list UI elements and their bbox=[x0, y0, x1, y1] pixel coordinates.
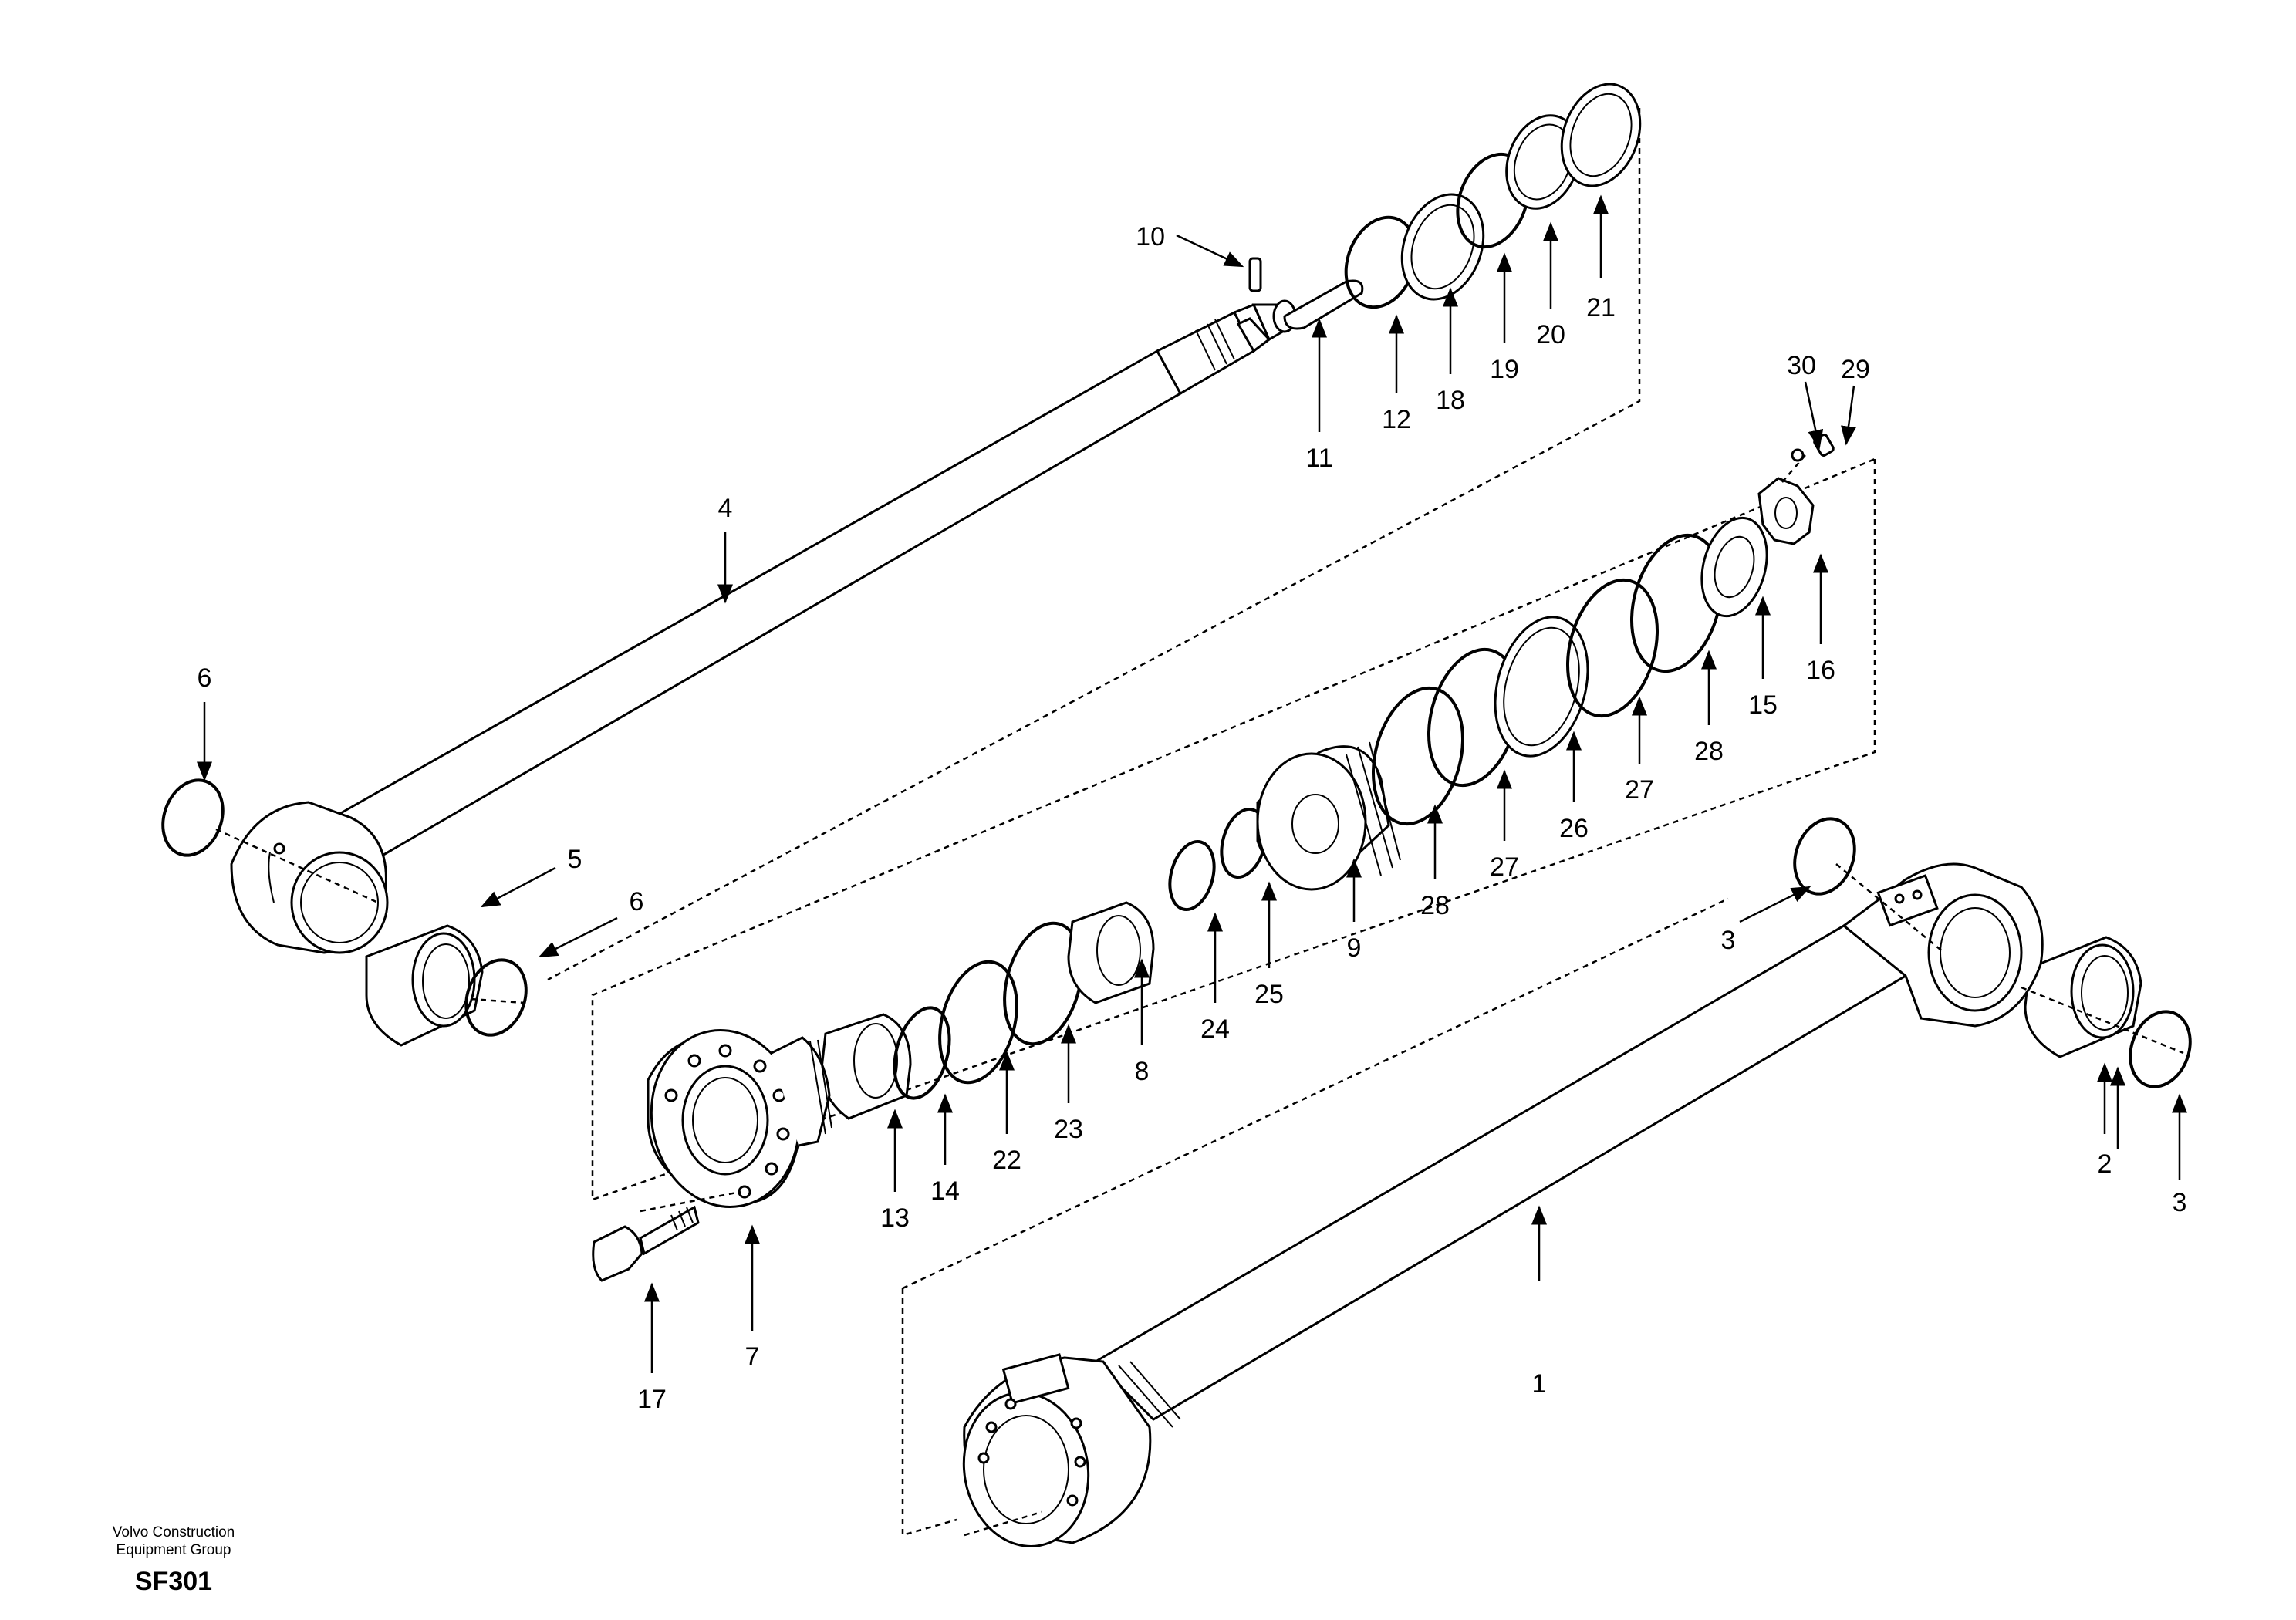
callout-arrows bbox=[197, 194, 2187, 1373]
callout-9: 9 bbox=[1347, 933, 1362, 963]
callout-28-lower: 28 bbox=[1420, 891, 1450, 920]
callout-21: 21 bbox=[1586, 293, 1616, 322]
callout-19: 19 bbox=[1490, 355, 1519, 384]
callout-8: 8 bbox=[1135, 1057, 1150, 1086]
callout-4: 4 bbox=[718, 494, 733, 523]
cylinder-barrel-part bbox=[962, 862, 2044, 1547]
callout-labels: 1 2 3 3 4 5 6 6 7 8 9 10 11 12 13 14 15 … bbox=[198, 222, 2187, 1414]
piston-parts bbox=[820, 434, 1835, 1120]
callout-12: 12 bbox=[1382, 405, 1411, 434]
callout-18: 18 bbox=[1436, 386, 1465, 415]
assembly-boundary-piston bbox=[591, 457, 1876, 1201]
callout-6-left: 6 bbox=[198, 663, 212, 693]
callout-2: 2 bbox=[2098, 1149, 2112, 1179]
callout-17: 17 bbox=[637, 1385, 667, 1414]
callout-16: 16 bbox=[1806, 656, 1835, 685]
callout-15: 15 bbox=[1748, 690, 1778, 720]
callout-27-upper: 27 bbox=[1625, 775, 1654, 805]
callout-14: 14 bbox=[930, 1176, 960, 1206]
callout-11: 11 bbox=[1305, 444, 1332, 473]
bushing-part-5 bbox=[365, 924, 484, 1047]
callout-13: 13 bbox=[880, 1203, 910, 1233]
assembly-boundary-barrel bbox=[901, 897, 1729, 1537]
callout-3-lower: 3 bbox=[2173, 1188, 2187, 1217]
piston-rod-part bbox=[230, 299, 1298, 954]
callout-26: 26 bbox=[1559, 814, 1589, 843]
callout-10: 10 bbox=[1136, 222, 1165, 251]
footer-org-line2: Equipment Group bbox=[116, 1542, 231, 1558]
rod-head-part bbox=[647, 1029, 832, 1208]
callout-24: 24 bbox=[1200, 1014, 1230, 1044]
o-ring-parts bbox=[161, 778, 2192, 1088]
callout-23: 23 bbox=[1054, 1115, 1083, 1144]
callout-25: 25 bbox=[1254, 980, 1284, 1009]
callout-7: 7 bbox=[745, 1342, 760, 1372]
callout-30: 30 bbox=[1787, 351, 1816, 380]
callout-29: 29 bbox=[1841, 355, 1870, 384]
callout-6-right: 6 bbox=[630, 887, 644, 916]
callout-22: 22 bbox=[992, 1146, 1021, 1175]
callout-20: 20 bbox=[1536, 320, 1565, 349]
callout-3-upper: 3 bbox=[1721, 926, 1736, 955]
diagram-code: SF301 bbox=[134, 1567, 213, 1596]
callout-28-upper: 28 bbox=[1694, 737, 1724, 766]
rod-end-parts bbox=[1248, 83, 1642, 330]
callout-27-lower: 27 bbox=[1490, 852, 1519, 882]
callout-1: 1 bbox=[1532, 1369, 1547, 1399]
footer: Volvo Construction Equipment Group SF301 bbox=[93, 1524, 255, 1597]
callout-5: 5 bbox=[568, 845, 582, 874]
footer-org-line1: Volvo Construction bbox=[112, 1524, 235, 1541]
centerlines bbox=[215, 454, 2184, 1537]
bolt-part bbox=[592, 1205, 700, 1282]
